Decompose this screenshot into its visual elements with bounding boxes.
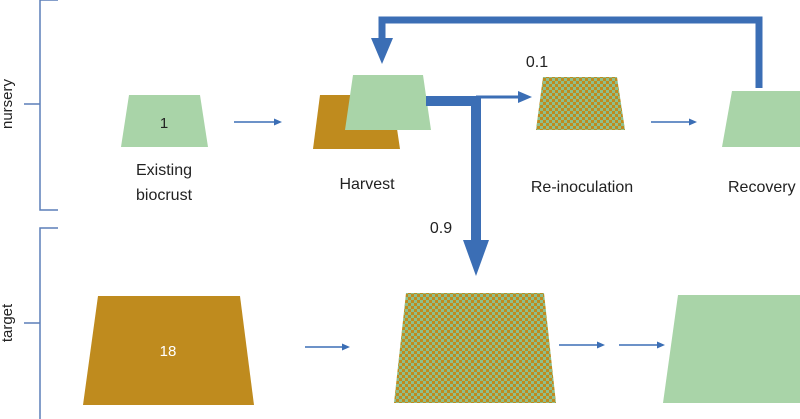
recovery-label: Recovery	[728, 179, 796, 196]
reinoculation-label: Re-inoculation	[531, 179, 633, 196]
arrow-reinoculation-to-recovery	[651, 118, 697, 126]
reinoculation-block	[536, 77, 625, 130]
flow-to-reinoculation-arrowhead	[518, 91, 532, 103]
target-recovery-block	[663, 295, 800, 403]
existing-biocrust-nursery	[121, 95, 208, 147]
harvest-green-block	[345, 75, 431, 130]
arrow-target-1	[305, 343, 350, 351]
existing-label-line2: biocrust	[136, 187, 193, 204]
target-reinoculated-block	[394, 293, 556, 403]
existing-nursery-value: 1	[160, 115, 168, 132]
feedback-loop-arrowhead	[371, 38, 393, 64]
recovery-block	[722, 91, 800, 147]
arrow-target-2	[559, 341, 605, 349]
arrow-existing-to-harvest	[234, 118, 282, 126]
existing-label-line1: Existing	[136, 162, 192, 179]
flow-harvest-split	[426, 96, 481, 245]
target-row-label: target	[0, 303, 16, 342]
nursery-bracket	[24, 0, 58, 211]
existing-biocrust-target	[83, 296, 254, 405]
feedback-loop	[378, 16, 763, 88]
existing-target-value: 18	[160, 343, 177, 360]
target-bracket	[24, 227, 58, 419]
reinoculation-fraction: 0.1	[526, 54, 548, 71]
flow-to-target-arrowhead	[463, 240, 489, 276]
target-fraction: 0.9	[430, 220, 452, 237]
harvest-label: Harvest	[339, 176, 395, 193]
arrow-target-3	[619, 341, 665, 349]
nursery-row-label: nursery	[0, 78, 16, 129]
